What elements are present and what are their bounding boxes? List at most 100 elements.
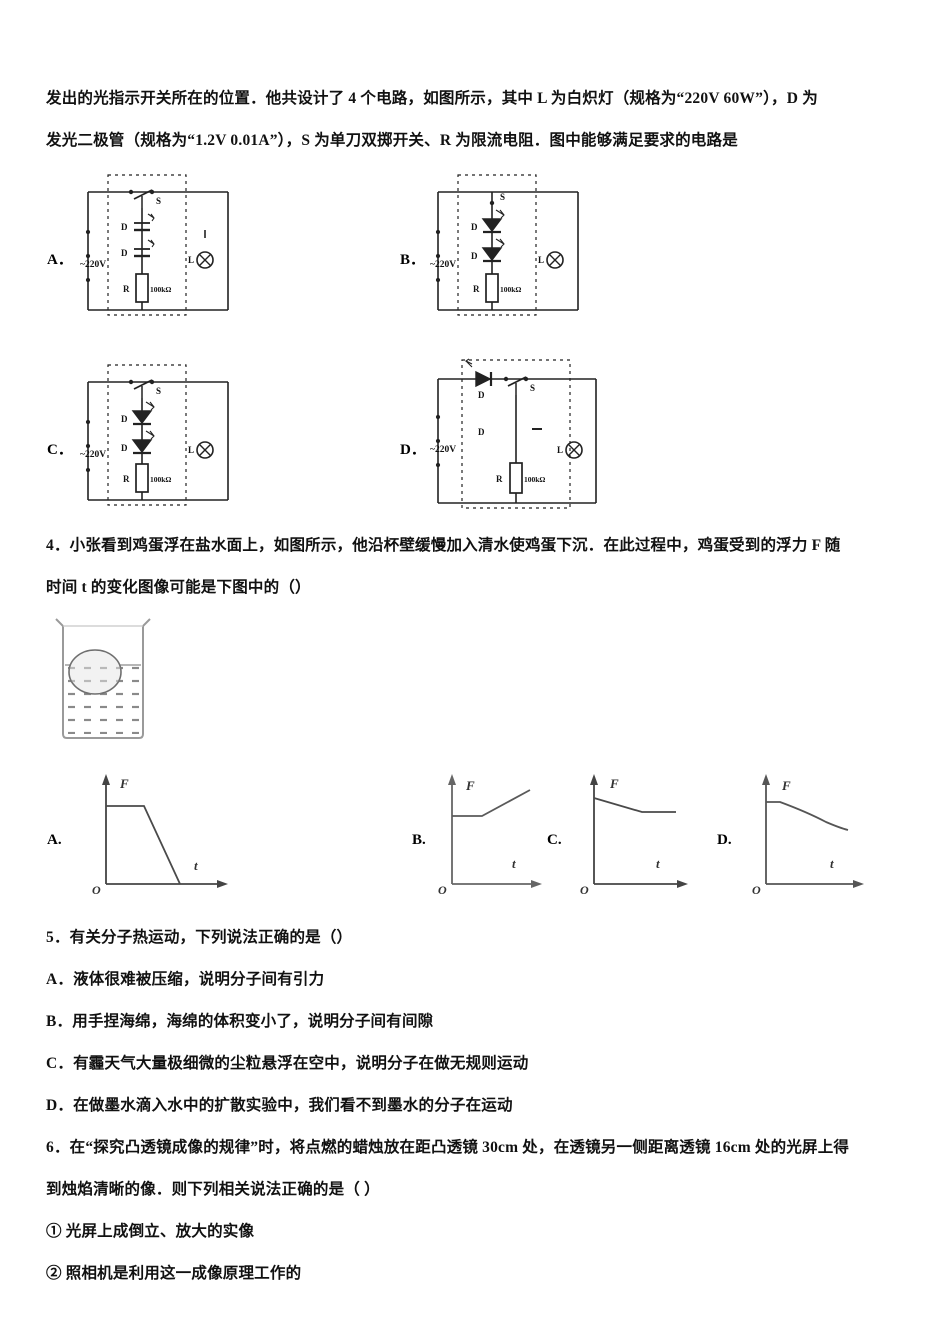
led-triangle-horizontal bbox=[475, 370, 492, 388]
circuit-diagram-b: ~220V S D D R 100kΩ L bbox=[428, 170, 588, 320]
y-axis-arrow bbox=[102, 774, 110, 785]
question4-stem-line1: 4．小张看到鸡蛋浮在盐水面上，如图所示，他沿杯壁缓慢加入清水使鸡蛋下沉．在此过程… bbox=[46, 537, 841, 554]
resistor-body-d bbox=[509, 462, 523, 494]
question3-stem-line1: 发出的光指示开关所在的位置．他共设计了 4 个电路，如图所示，其中 L 为白炽灯… bbox=[46, 90, 818, 107]
circuit-option-d-label: D． bbox=[400, 442, 426, 458]
lamp-circle-b bbox=[546, 251, 564, 269]
led1-triangle bbox=[481, 218, 503, 233]
source-label-b: ~220V bbox=[430, 260, 456, 270]
source-terminal-top bbox=[85, 229, 91, 235]
led2-triangle bbox=[131, 439, 153, 454]
source-terminal-extra bbox=[435, 462, 441, 468]
beaker-outline bbox=[55, 618, 151, 739]
led-emission-arrow bbox=[464, 358, 473, 368]
y-axis-arrow bbox=[590, 774, 598, 785]
circuit-option-a-label: A． bbox=[47, 252, 73, 268]
question6-statement-1: ① 光屏上成倒立、放大的实像 bbox=[46, 1223, 255, 1240]
source-terminal-top bbox=[435, 229, 441, 235]
lamp-cross2 bbox=[548, 253, 562, 267]
resistor-value-c: 100kΩ bbox=[150, 475, 171, 484]
lamp-label-b: L bbox=[538, 255, 544, 265]
source-label-c: ~220V bbox=[80, 450, 106, 460]
switch-pole-left bbox=[128, 379, 134, 385]
graph-option-b-label: B. bbox=[412, 832, 426, 848]
lamp-circle-a bbox=[196, 251, 214, 269]
graph-a: F t O bbox=[92, 768, 242, 897]
resistor-label-a: R bbox=[123, 284, 130, 294]
origin-label-c: O bbox=[580, 883, 589, 897]
circuit-diagram-a: ~220V S D D R 100kΩ bbox=[78, 170, 238, 320]
lamp-circle-d bbox=[565, 441, 583, 459]
resistor-value-b: 100kΩ bbox=[500, 285, 521, 294]
outer-wire bbox=[87, 191, 229, 311]
switch-label-b: S bbox=[500, 192, 505, 202]
led2-emission-arrow bbox=[495, 238, 505, 248]
question5-option-d: D．在做墨水滴入水中的扩散实验中，我们看不到墨水的分子在运动 bbox=[46, 1097, 513, 1114]
question4-stem-line2: 时间 t 的变化图像可能是下图中的（） bbox=[46, 579, 311, 596]
x-axis-arrow bbox=[677, 880, 688, 888]
graph-option-c-label: C. bbox=[547, 832, 562, 848]
y-axis-label-d: F bbox=[781, 778, 791, 793]
x-axis-label-d: t bbox=[830, 856, 834, 871]
led1-label-b: D bbox=[471, 222, 478, 232]
resistor-body-a bbox=[135, 273, 149, 303]
question6-stem-line2: 到烛焰清晰的像．则下列相关说法正确的是（ ） bbox=[46, 1181, 380, 1198]
origin-label-a: O bbox=[92, 883, 101, 897]
source-terminal-bottom bbox=[85, 443, 91, 449]
source-terminal-extra bbox=[435, 277, 441, 283]
y-axis-label-b: F bbox=[465, 778, 475, 793]
x-axis-arrow bbox=[853, 880, 864, 888]
circuit-option-b-label: B． bbox=[400, 252, 426, 268]
graph-option-d-label: D. bbox=[717, 832, 732, 848]
switch-label-c: S bbox=[156, 386, 161, 396]
led1-triangle bbox=[131, 410, 153, 425]
question5-option-c: C．有霾天气大量极细微的尘粒悬浮在空中，说明分子在做无规则运动 bbox=[46, 1055, 529, 1072]
origin-label-d: O bbox=[752, 883, 761, 897]
dashed-enclosure bbox=[457, 174, 537, 316]
outer-wire bbox=[437, 191, 579, 311]
source-terminal-top bbox=[435, 414, 441, 420]
x-axis-label-b: t bbox=[512, 856, 516, 871]
dashed-enclosure bbox=[107, 174, 187, 316]
lamp-cross2 bbox=[567, 443, 581, 457]
led2-emission-arrow bbox=[145, 430, 155, 440]
switch-blade bbox=[507, 376, 527, 387]
led-label-d-top: D bbox=[478, 390, 485, 400]
source-terminal-extra bbox=[85, 467, 91, 473]
led1-emission-arrow bbox=[147, 213, 155, 222]
y-axis-label-a: F bbox=[119, 776, 129, 791]
led1-emission-arrow bbox=[145, 401, 155, 411]
outer-wire bbox=[87, 381, 229, 501]
egg-submerged-texture bbox=[69, 665, 121, 694]
led-label-d-inner: D bbox=[478, 427, 485, 437]
data-curve-a bbox=[106, 805, 181, 885]
switch-pole-left bbox=[128, 189, 134, 195]
beaker-with-floating-egg-figure bbox=[50, 610, 170, 750]
y-axis-label-c: F bbox=[609, 776, 619, 791]
switch-label-a: S bbox=[156, 196, 161, 206]
led2-emission-arrow bbox=[147, 239, 155, 248]
source-label-a: ~220V bbox=[80, 260, 106, 270]
dashed-enclosure bbox=[107, 364, 187, 506]
question5-stem: 5．有关分子热运动，下列说法正确的是（） bbox=[46, 929, 353, 946]
circuit-diagram-d: ~220V D S D R 100kΩ L bbox=[428, 355, 608, 515]
x-axis-arrow bbox=[531, 880, 542, 888]
resistor-label-d: R bbox=[496, 474, 503, 484]
x-axis-arrow bbox=[217, 880, 228, 888]
resistor-value-d: 100kΩ bbox=[524, 475, 545, 484]
resistor-body-c bbox=[135, 463, 149, 493]
led1-label-c: D bbox=[121, 414, 128, 424]
led2-label-b: D bbox=[471, 251, 478, 261]
switch-blade bbox=[133, 189, 153, 200]
data-curve-d bbox=[766, 801, 849, 831]
resistor-label-c: R bbox=[123, 474, 130, 484]
circuit-diagram-c: ~220V S D D R 100kΩ L bbox=[78, 360, 238, 510]
switch-blade bbox=[133, 379, 153, 390]
x-axis-label-a: t bbox=[194, 858, 198, 873]
lamp-label-c: L bbox=[188, 445, 194, 455]
switch-pole-left bbox=[503, 376, 509, 382]
source-terminal-extra bbox=[85, 277, 91, 283]
led2-label-a: D bbox=[121, 248, 128, 258]
led1-emission-arrow bbox=[495, 209, 505, 219]
